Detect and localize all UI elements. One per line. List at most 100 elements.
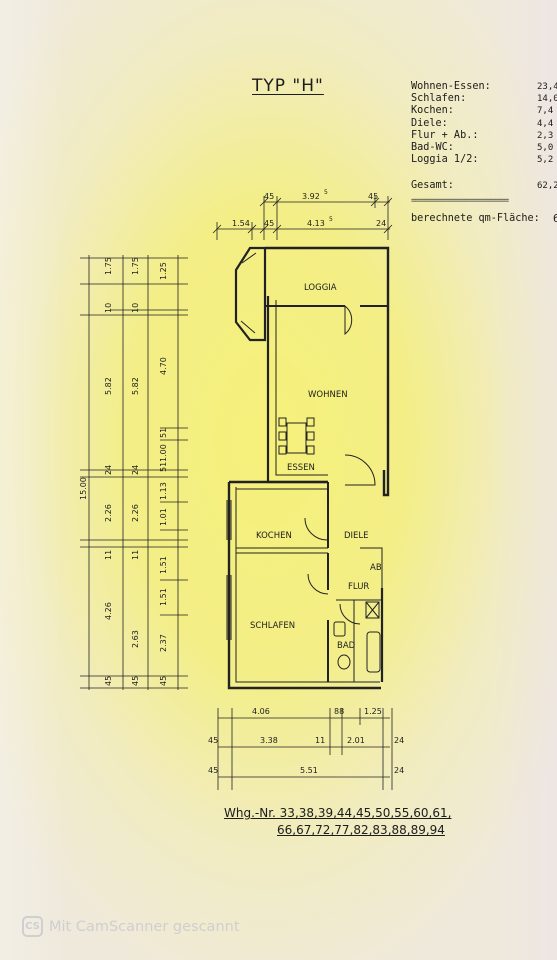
sink [333,621,346,637]
svg-text:5.51: 5.51 [300,766,318,775]
chair [278,431,287,441]
camscanner-logo-icon: CS [22,916,43,937]
svg-text:2.01: 2.01 [347,736,365,745]
room-label-wohnen: WOHNEN [308,390,348,400]
svg-text:45: 45 [368,192,378,201]
door-swing-kochen [304,517,329,541]
svg-text:24: 24 [376,219,386,228]
dimension-bottom [217,708,393,790]
area-value: 2,3 [537,130,554,141]
area-row-diele: Diele:4,4 [411,117,554,129]
apartment-numbers-line1: Whg.-Nr. 33,38,39,44,45,50,55,60,61, [224,806,452,820]
watermark-text: Mit CamScanner gescannt [49,918,240,935]
svg-text:45: 45 [208,736,218,745]
shower-tray [365,601,380,619]
svg-text:4.13: 4.13 [307,219,325,228]
toilet [337,654,351,670]
area-value: 5,2 [537,155,554,166]
svg-text:1.25: 1.25 [159,262,168,280]
svg-text:45: 45 [131,676,140,686]
room-label-essen: ESSEN [287,463,315,473]
chair [278,417,287,427]
area-row-kochen: Kochen:7,4 [411,105,554,117]
room-label-schlafen: SCHLAFEN [250,621,295,631]
door-swing-bad [339,603,361,625]
room-label-ab: AB [370,563,382,573]
svg-text:24: 24 [131,465,140,475]
wall-inner-south [235,487,380,683]
svg-text:2.26: 2.26 [104,504,113,522]
plan-labels: LOGGIA WOHNEN ESSEN KOCHEN DIELE AB FLUR… [250,283,382,651]
wall-kochen-schlafen [236,547,328,554]
svg-text:4.06: 4.06 [252,707,270,716]
area-row-total: Gesamt:62,2 [411,180,557,192]
svg-text:24: 24 [394,766,404,775]
door-swing-schlafen [307,573,329,595]
room-label-kochen: KOCHEN [256,531,292,541]
plan-title: TYP "H" [252,76,324,96]
area-row-schlafen: Schlafen:14,0 [411,93,557,105]
dimension-left [80,255,188,690]
svg-text:5: 5 [324,189,328,196]
scanner-watermark: CS Mit CamScanner gescannt [22,916,240,937]
svg-text:5.82: 5.82 [131,377,140,395]
wall-ab [360,547,383,588]
svg-text:24: 24 [104,465,113,475]
loggia-door-swing [344,305,353,336]
room-label-loggia: LOGGIA [304,283,337,293]
svg-text:4.70: 4.70 [159,357,168,375]
svg-text:2.26: 2.26 [131,504,140,522]
svg-text:10: 10 [131,303,140,313]
svg-text:45: 45 [264,219,274,228]
svg-text:2.37: 2.37 [159,634,168,652]
svg-text:88: 88 [334,707,344,716]
svg-text:1.51: 1.51 [159,588,168,606]
svg-text:1.00: 1.00 [159,444,168,462]
wall-west-south [227,482,381,690]
svg-text:15.00: 15.00 [79,477,88,500]
svg-text:1.54: 1.54 [232,219,250,228]
svg-text:11: 11 [104,550,113,560]
window-schlafen [226,575,232,640]
svg-text:45: 45 [104,676,113,686]
svg-text:2.63: 2.63 [131,630,140,648]
svg-text:10: 10 [104,303,113,313]
loggia-wall [234,246,267,342]
area-value: 5,0 [537,143,554,154]
area-value: 14,0 [537,94,557,105]
svg-text:51: 51 [159,428,168,438]
shower-cross [365,601,380,619]
svg-text:11: 11 [131,550,140,560]
dimension-top [212,196,393,240]
room-label-flur: FLUR [348,582,369,592]
dining-table [286,422,307,454]
dimension-labels: 45 3.92 5 45 1.54 45 4.13 5 24 15.00 1.7… [79,189,404,775]
room-label-diele: DIELE [344,531,369,541]
apartment-numbers: Whg.-Nr. 33,38,39,44,45,50,55,60,61, 66,… [224,805,451,839]
area-value: 23,4 [537,82,557,92]
svg-text:1.13: 1.13 [159,482,168,500]
svg-text:5: 5 [329,216,333,223]
svg-text:1.75: 1.75 [104,257,113,275]
area-value: 4,4 [537,118,554,129]
svg-text:1.01: 1.01 [159,508,168,526]
wall-wohnen-west [266,296,328,484]
svg-text:24: 24 [394,736,404,745]
door-swing-diele [344,454,376,486]
chair [306,431,315,441]
wall-wohnen-inner [275,300,328,476]
svg-text:1.25: 1.25 [364,707,382,716]
area-row-bad: Bad-WC:5,0 [411,142,554,154]
chair [306,417,315,427]
svg-text:45: 45 [264,192,274,201]
bathtub [366,631,381,673]
svg-text:5.82: 5.82 [104,377,113,395]
window-kochen [226,500,232,540]
area-row-flur: Flur + Ab.:2,3 [411,129,554,141]
svg-text:1.51: 1.51 [159,556,168,574]
double-underline: ====================== [411,195,509,206]
svg-text:11: 11 [315,736,325,745]
chair [278,445,287,455]
apartment-numbers-line2: 66,67,72,77,82,83,88,89,94 [277,823,445,837]
